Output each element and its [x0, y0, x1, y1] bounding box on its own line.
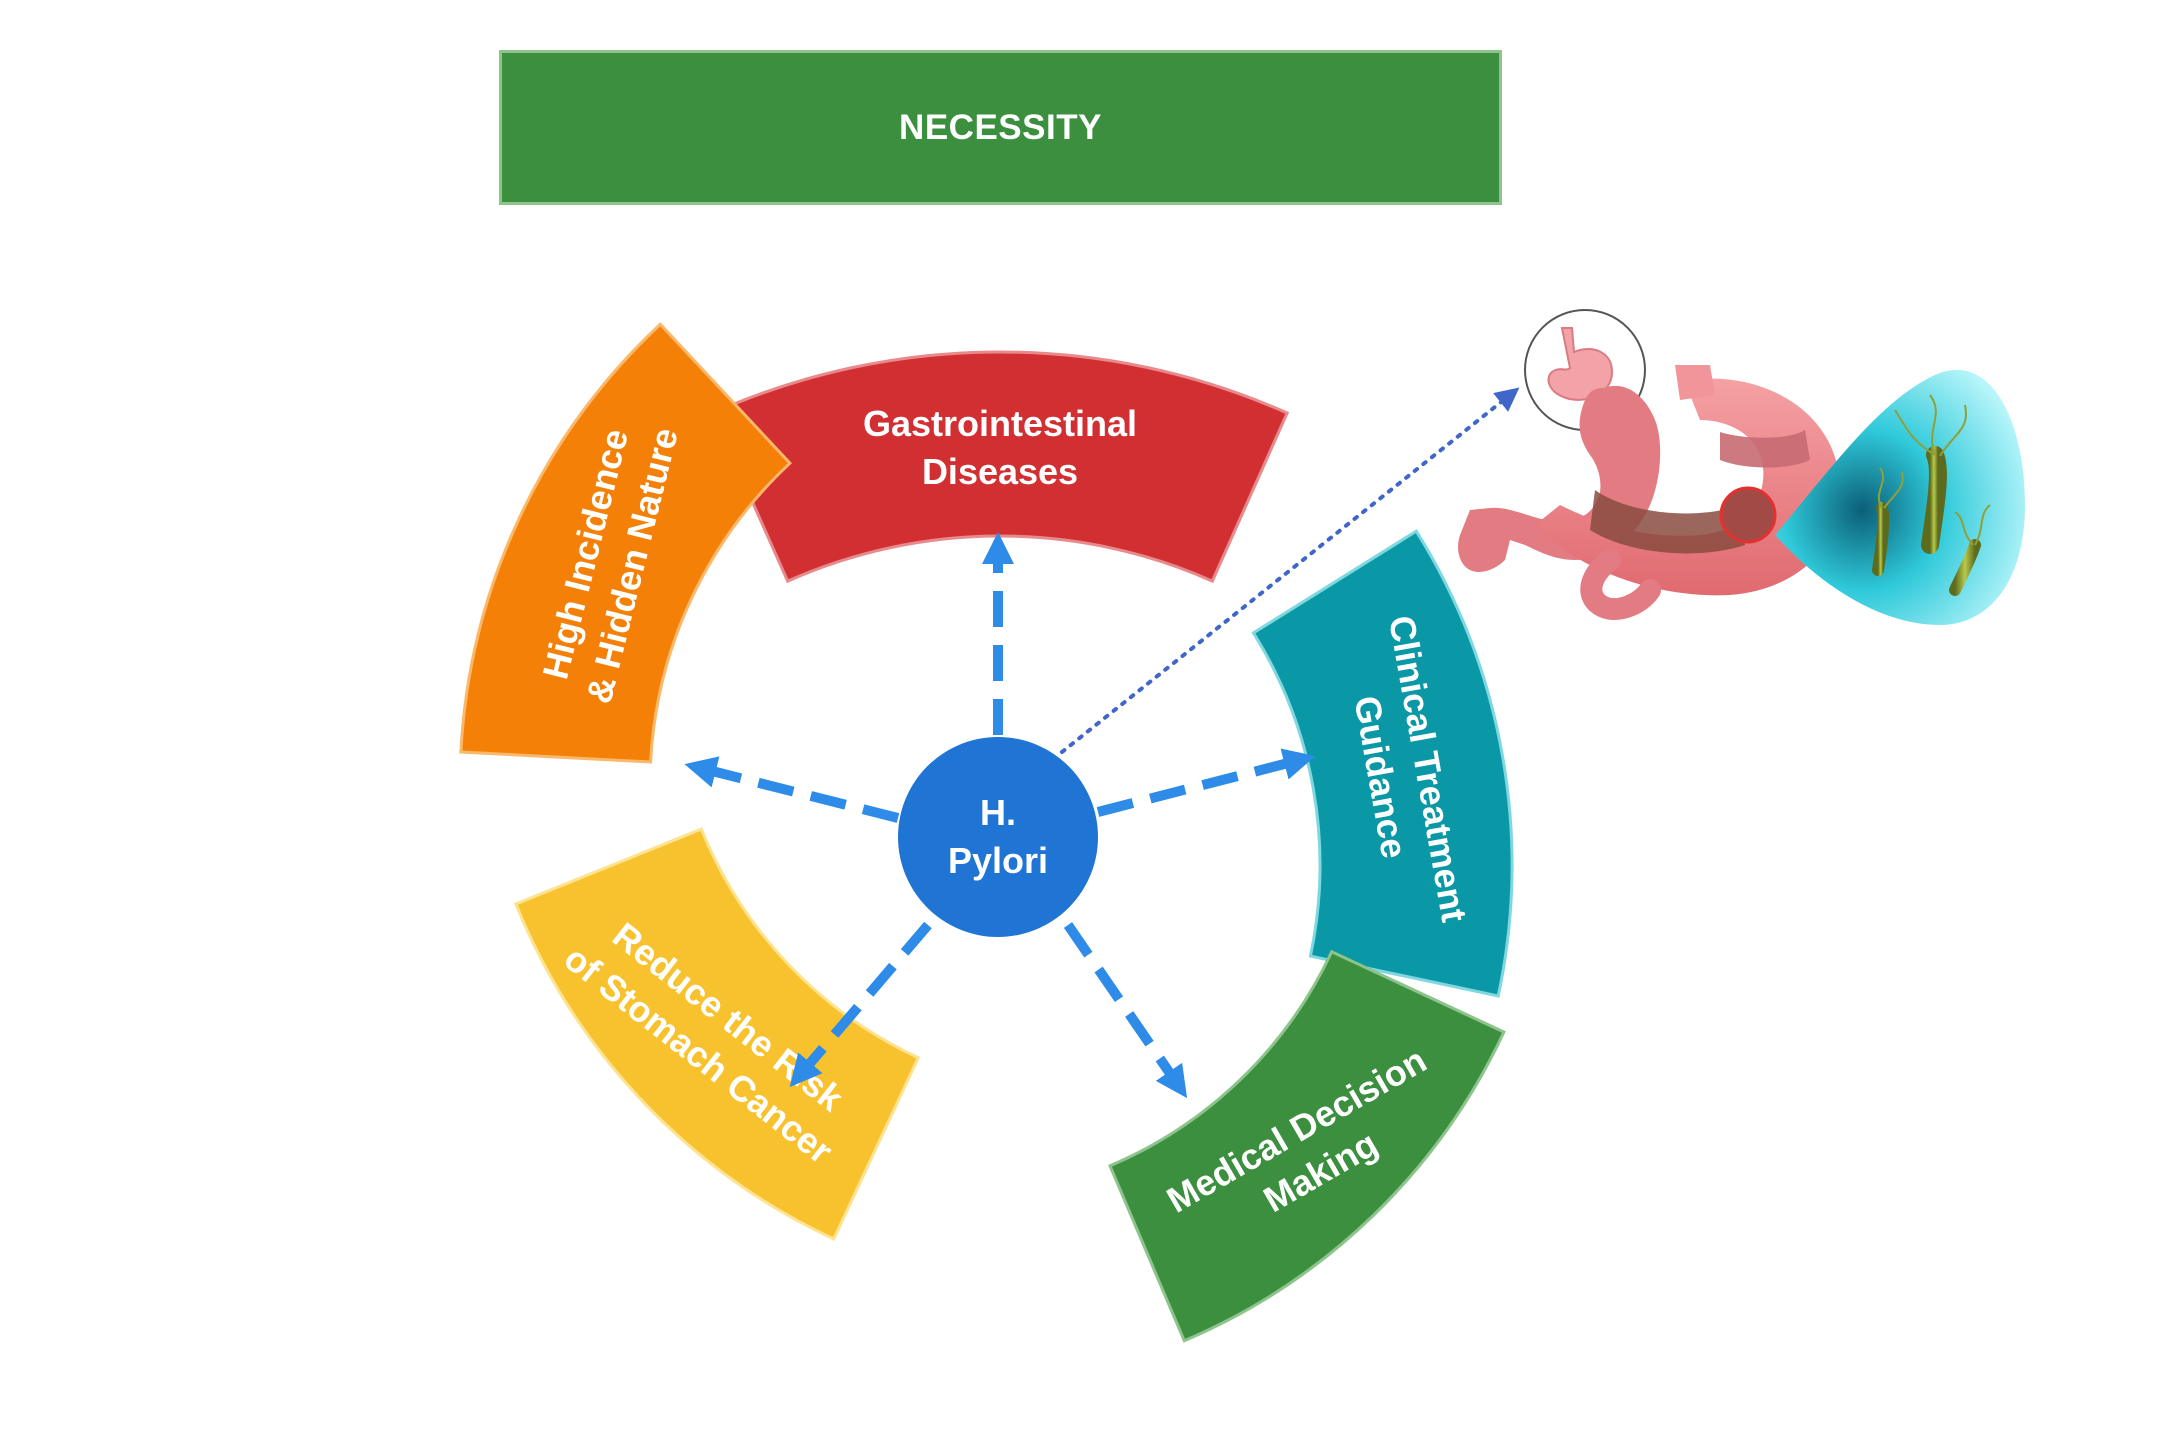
segment-label-line1-gastro: Gastrointestinal	[863, 403, 1137, 444]
segment-shape-clinical	[1251, 529, 1514, 998]
arrow-to-clinical	[1096, 748, 1316, 817]
arrows-layer	[684, 531, 1316, 1099]
stomach-illustration-icon	[1458, 365, 1840, 620]
necessity-banner: NECESSITY	[499, 50, 1502, 205]
arrow-to-incidence	[684, 756, 900, 823]
arrow-to-medical	[1063, 922, 1188, 1099]
dotted-pointer-arrow	[1060, 387, 1520, 754]
banner-title: NECESSITY	[899, 107, 1102, 147]
arrow-to-reduce	[789, 921, 932, 1088]
segment-shape-incidence	[459, 322, 793, 764]
segment-incidence: High Incidence& Hidden Nature	[459, 322, 793, 764]
segment-shape-reduce	[513, 827, 921, 1241]
bacteria-icon	[1775, 369, 2025, 625]
hub-label-line1: H.	[980, 792, 1016, 833]
segment-shape-medical	[1108, 949, 1506, 1343]
hub: H. Pylori	[898, 737, 1098, 937]
segment-label-line2-gastro: Diseases	[922, 451, 1078, 492]
hub-label-line2: Pylori	[948, 840, 1048, 881]
segment-shape-gastro	[710, 350, 1290, 584]
hub-circle	[898, 737, 1098, 937]
